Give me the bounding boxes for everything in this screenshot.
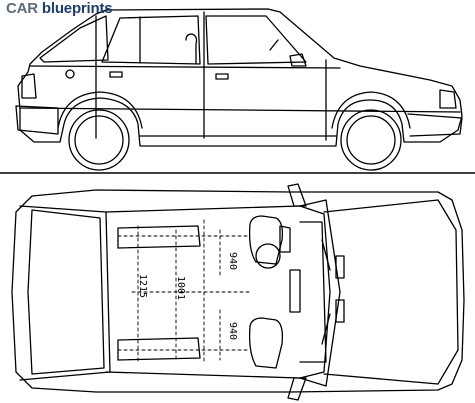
rear-door-window [101, 15, 201, 65]
right-mirror [287, 377, 307, 401]
passenger-seat [248, 317, 284, 369]
rear-seat-right [117, 337, 201, 361]
site-logo[interactable]: CAR blueprints [6, 0, 113, 20]
center-console [289, 269, 301, 313]
headlight [439, 89, 457, 109]
front-wheel-hub [346, 115, 396, 165]
side-trim [19, 107, 461, 113]
dimension-seat-rear: 940 [227, 322, 238, 340]
rear-hatch-glass [27, 209, 105, 375]
rear-wheel-hub [74, 115, 124, 165]
rear-quarter-window [39, 15, 109, 63]
rear-bumper [15, 105, 59, 135]
wiper-left [321, 239, 331, 271]
dimension-seat-front: 940 [227, 252, 238, 270]
tail-light [21, 73, 37, 99]
logo-blueprints-text: blueprints [41, 0, 113, 17]
hood-vent-right [335, 299, 345, 323]
steering-wheel [269, 39, 279, 51]
rear-hatch-frame [19, 205, 111, 381]
rear-arch [57, 91, 143, 129]
rear-wheel [68, 109, 130, 171]
dimension-lines [117, 219, 251, 365]
side-view [15, 8, 463, 171]
driver-seat [248, 215, 284, 265]
driver-headrest [279, 225, 291, 253]
windshield-frame [299, 199, 341, 387]
steering-wheel-top [255, 243, 281, 269]
hood-outline [323, 199, 459, 385]
hood-vent-left [335, 255, 345, 279]
logo-car-text: CAR [6, 0, 38, 17]
rear-door-handle [109, 71, 123, 78]
front-door-handle [215, 73, 229, 80]
dimension-interior-width-b: 1215 [137, 274, 148, 298]
side-mirror [289, 53, 307, 67]
dashboard [299, 221, 327, 363]
side-body-outline [17, 8, 463, 147]
front-bumper [407, 113, 463, 137]
left-mirror [287, 183, 307, 207]
belt-line [29, 65, 341, 69]
rear-seat-left [117, 225, 201, 249]
front-door-window [205, 15, 307, 65]
dimension-interior-width-a: 1001 [175, 276, 186, 300]
top-body-outline [11, 189, 465, 393]
wiper-right [321, 313, 331, 345]
seat-headrest [185, 33, 198, 65]
top-view [11, 183, 465, 401]
front-wheel [340, 109, 402, 171]
fuel-cap [65, 69, 75, 79]
